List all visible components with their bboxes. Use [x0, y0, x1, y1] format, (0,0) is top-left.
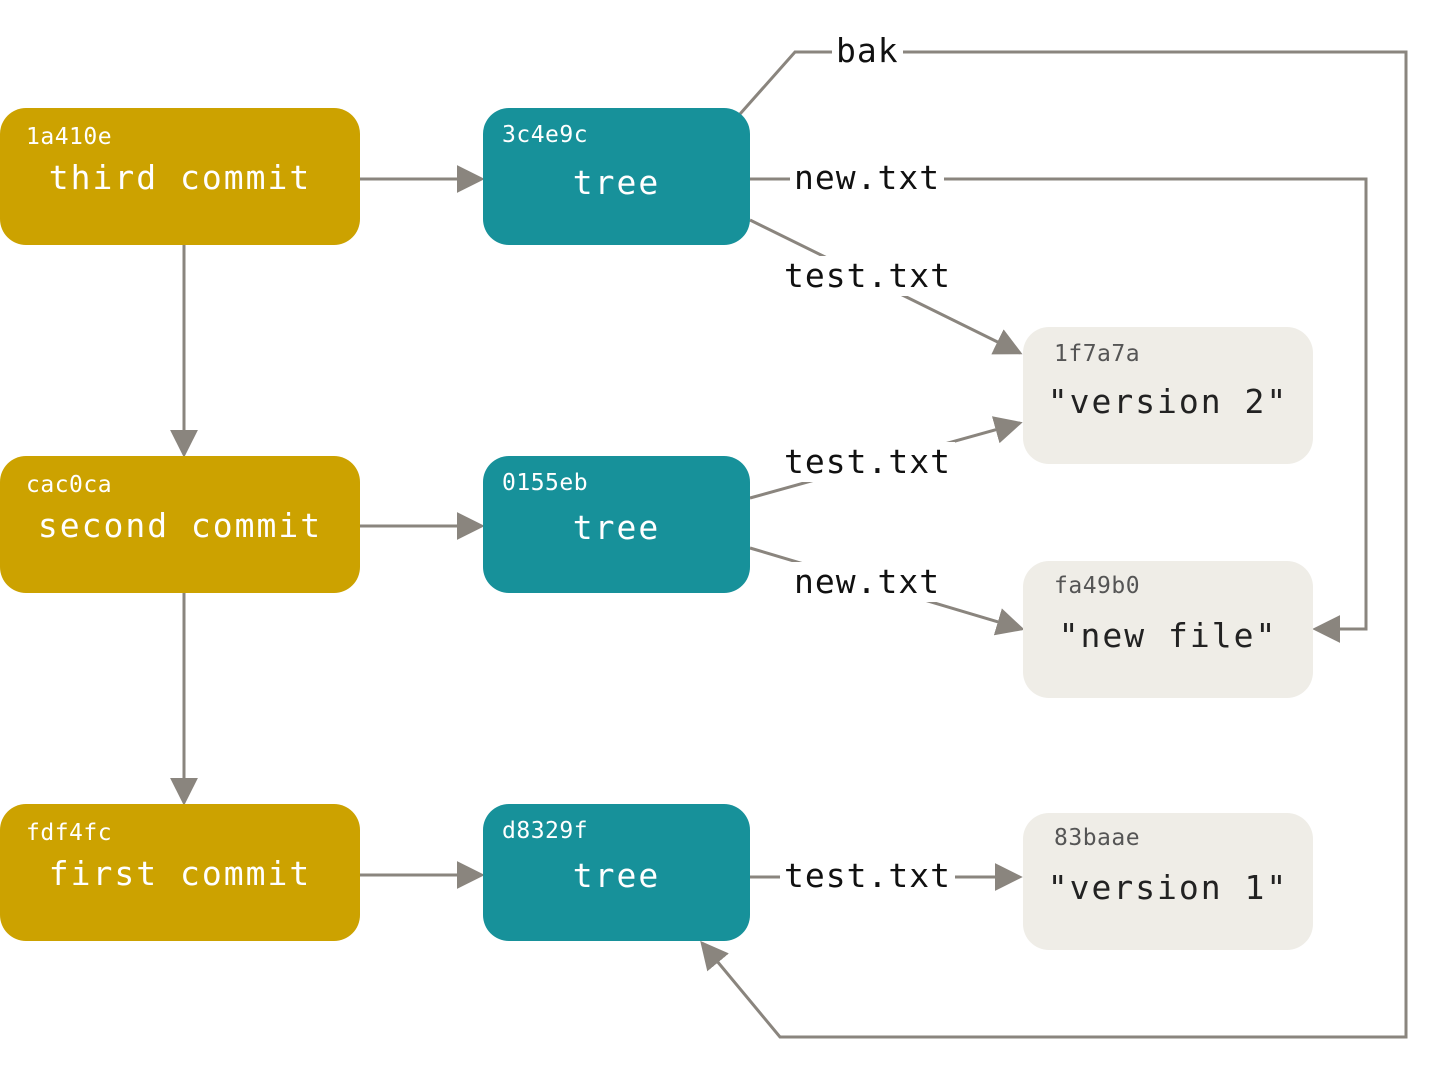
- commit-hash: 1a410e: [26, 124, 113, 150]
- commit-label: second commit: [37, 506, 323, 545]
- blob-hash: fa49b0: [1054, 573, 1141, 599]
- blob-label: "new file": [1058, 616, 1278, 655]
- commit-node-third: 1a410e third commit: [0, 108, 360, 245]
- tree-hash: 0155eb: [502, 470, 589, 496]
- tree-node-d8329f: d8329f tree: [483, 804, 750, 941]
- commit-label: first commit: [48, 854, 312, 893]
- tree-node-0155eb: 0155eb tree: [483, 456, 750, 593]
- tree-label: tree: [572, 508, 661, 547]
- commit-node-second: cac0ca second commit: [0, 456, 360, 593]
- blob-node-fa49b0: fa49b0 "new file": [1023, 561, 1313, 698]
- edge-label-bak: bak: [832, 31, 903, 71]
- tree-label: tree: [572, 163, 661, 202]
- commit-hash: cac0ca: [26, 472, 113, 498]
- edge-label-tree3-test: test.txt: [780, 856, 955, 896]
- edge-tree1-new: [750, 177, 1368, 643]
- commit-hash: fdf4fc: [26, 820, 113, 846]
- edge-label-tree1-test: test.txt: [780, 256, 955, 296]
- tree-hash: 3c4e9c: [502, 122, 589, 148]
- blob-node-83baae: 83baae "version 1": [1023, 813, 1313, 950]
- edge-label-tree1-new: new.txt: [790, 158, 945, 198]
- tree-label: tree: [572, 856, 661, 895]
- tree-hash: d8329f: [502, 818, 589, 844]
- edge-label-tree2-new: new.txt: [790, 562, 945, 602]
- blob-hash: 83baae: [1054, 825, 1141, 851]
- blob-hash: 1f7a7a: [1054, 341, 1141, 367]
- commit-node-first: fdf4fc first commit: [0, 804, 360, 941]
- edge-label-tree2-test: test.txt: [780, 442, 955, 482]
- commit-label: third commit: [48, 158, 312, 197]
- edge-bak: [700, 50, 1408, 1039]
- tree-node-3c4e9c: 3c4e9c tree: [483, 108, 750, 245]
- blob-label: "version 1": [1047, 868, 1289, 907]
- blob-label: "version 2": [1047, 382, 1289, 421]
- blob-node-1f7a7a: 1f7a7a "version 2": [1023, 327, 1313, 464]
